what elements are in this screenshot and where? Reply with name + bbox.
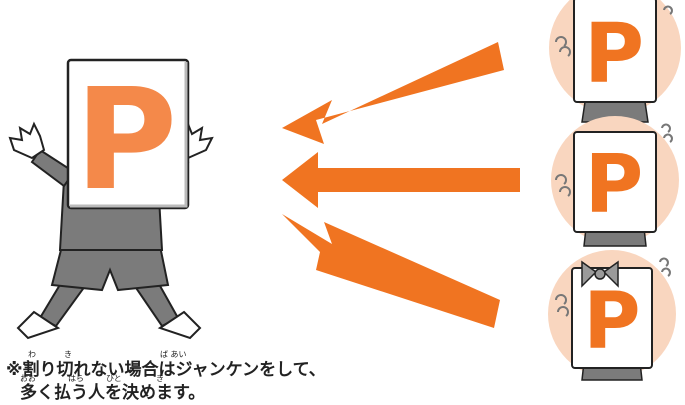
card-letter-p: P bbox=[583, 277, 640, 367]
arrows bbox=[282, 42, 520, 328]
arrow-top bbox=[282, 42, 504, 144]
ruby-baai: ば あい bbox=[160, 350, 187, 359]
card-letter-p: P bbox=[584, 7, 644, 102]
ruby-hito: ひと bbox=[106, 374, 122, 383]
ruby-ki-2: き bbox=[156, 374, 164, 383]
footnote-line-2: 多く払う人を決めます。 bbox=[20, 383, 206, 403]
ruby-wa: わ bbox=[28, 350, 36, 359]
arrow-middle bbox=[282, 152, 520, 208]
person-right-top: P bbox=[549, 0, 681, 123]
person-right-bottom: P bbox=[548, 250, 676, 381]
card-letter-p: P bbox=[75, 59, 178, 222]
ruby-oo: おお bbox=[20, 374, 36, 383]
arrow-bottom bbox=[282, 214, 500, 328]
ruby-hara: はら bbox=[68, 374, 84, 383]
main-person-holding-card: P bbox=[8, 58, 214, 340]
card-letter-p: P bbox=[585, 138, 644, 231]
ruby-ki: き bbox=[64, 350, 72, 359]
footnote-line-1: ※割り切れない場合はジャンケンをして、 bbox=[6, 360, 326, 380]
person-right-middle: P bbox=[551, 116, 679, 247]
